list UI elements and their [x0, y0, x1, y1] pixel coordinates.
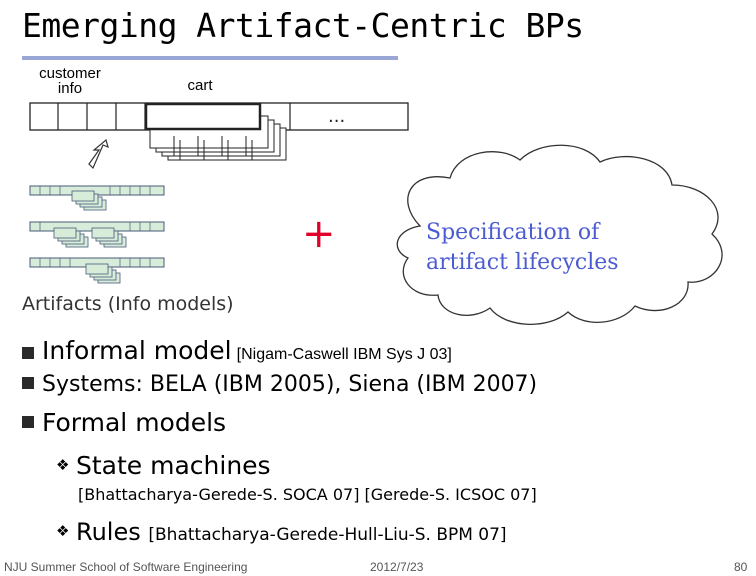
- ellipsis: ...: [328, 106, 345, 127]
- mini-artifact-row-3: [29, 257, 165, 284]
- square-bullet-icon: [22, 377, 34, 389]
- cloud-text-line2: artifact lifecycles: [426, 250, 619, 275]
- artifacts-heading: Artifacts (Info models): [22, 293, 234, 315]
- plus-sign: +: [302, 211, 336, 257]
- footer-page-number: 80: [734, 560, 748, 574]
- customer-label-line2: info: [57, 80, 83, 97]
- bullet-formal-models: Formal models: [22, 408, 226, 437]
- bullet-informal-model: Informal model [Nigam-Caswell IBM Sys J …: [22, 336, 452, 365]
- cloud-text: Specification of artifact lifecycles: [426, 218, 676, 278]
- footer-school: NJU Summer School of Software Engineerin…: [4, 560, 248, 574]
- title-underline: [22, 56, 398, 60]
- subbullet-rules: ❖ Rules [Bhattacharya-Gerede-Hull-Liu-S. …: [56, 518, 507, 546]
- rules-text: Rules: [76, 518, 141, 546]
- arrow-icon: [88, 138, 109, 170]
- cloud-text-line1: Specification of: [426, 220, 600, 245]
- formal-models-text: Formal models: [42, 408, 227, 437]
- rules-citation: [Bhattacharya-Gerede-Hull-Liu-S. BPM 07]: [148, 525, 507, 545]
- state-machines-text: State machines: [76, 451, 271, 480]
- mini-artifact-row-2: [29, 221, 165, 248]
- diamond-bullet-icon: ❖: [56, 522, 70, 540]
- customer-label-line1: customer: [39, 65, 101, 82]
- cart-bar: [144, 102, 262, 131]
- bullet-systems: Systems: BELA (IBM 2005), Siena (IBM 200…: [22, 372, 537, 397]
- cart-label: cart: [187, 77, 213, 94]
- subbullet-state-machines: ❖ State machines: [56, 451, 271, 480]
- informal-model-citation: [Nigam-Caswell IBM Sys J 03]: [236, 346, 452, 363]
- systems-text: Systems: BELA (IBM 2005), Siena (IBM 200…: [42, 372, 538, 397]
- footer-date: 2012/7/23: [370, 560, 424, 574]
- page-title: Emerging Artifact-Centric BPs: [22, 6, 584, 45]
- mini-artifact-row-1: [29, 185, 165, 211]
- cloud-shape: [396, 144, 723, 325]
- customer-info-label: customer info: [22, 66, 118, 96]
- state-machines-citation: [Bhattacharya-Gerede-S. SOCA 07] [Gerede…: [78, 485, 537, 504]
- diamond-bullet-icon: ❖: [56, 456, 70, 474]
- square-bullet-icon: [22, 416, 34, 428]
- informal-model-text: Informal model: [42, 336, 232, 365]
- square-bullet-icon: [22, 346, 34, 359]
- artifact-diagram: ...: [29, 102, 723, 325]
